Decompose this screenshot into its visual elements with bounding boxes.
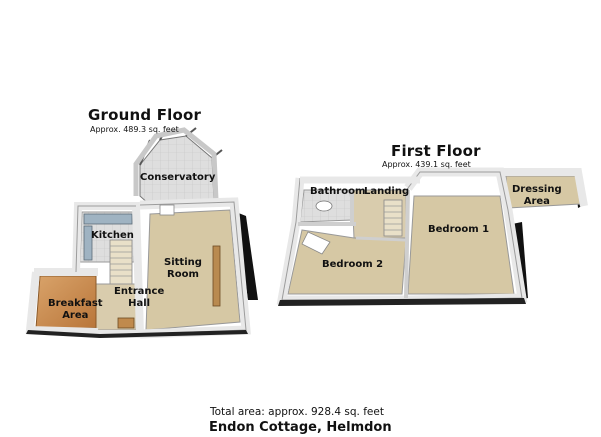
first-floor-title: First Floor	[391, 142, 481, 160]
total-area-text: Total area: approx. 928.4 sq. feet	[210, 406, 384, 418]
kitchen-worktop-side	[83, 225, 93, 261]
bedroom-1-floor	[407, 195, 515, 295]
ground-floor-title: Ground Floor	[88, 106, 202, 124]
property-name: Endon Cottage, Helmdon	[209, 420, 392, 435]
landing-stairs-icon	[383, 199, 403, 237]
room-label-bedroom-2: Bedroom 2	[322, 259, 384, 270]
room-label-bedroom-1: Bedroom 1	[428, 224, 490, 235]
conservatory-wall	[133, 127, 219, 201]
door-icon	[117, 317, 135, 329]
ground-floor-area: Approx. 489.3 sq. feet	[90, 125, 179, 134]
room-label-dressing-area: Dressing Area	[512, 184, 562, 207]
first-floor-plan	[276, 167, 588, 306]
window-icon	[159, 204, 175, 216]
room-label-bathroom: Bathroom	[310, 186, 366, 197]
bed-icon	[301, 231, 331, 255]
breakfast-wall	[25, 271, 99, 336]
staircase-icon	[109, 239, 133, 285]
room-label-sitting-room: Sitting Room	[164, 257, 202, 280]
room-label-kitchen: Kitchen	[91, 230, 134, 241]
room-label-entrance-hall: Entrance Hall	[114, 286, 165, 309]
kitchen-worktop	[83, 213, 133, 225]
first-floor-base-shadow	[278, 298, 526, 306]
sofa-icon	[212, 245, 221, 307]
bath-icon	[315, 200, 333, 212]
room-label-landing: Landing	[364, 186, 410, 197]
ground-floor-plan	[25, 127, 258, 339]
first-floor-area: Approx. 439.1 sq. feet	[382, 160, 471, 169]
wall-base-shadow	[26, 330, 100, 338]
room-label-breakfast-area: Breakfast Area	[48, 298, 103, 321]
room-label-conservatory: Conservatory	[140, 172, 216, 183]
